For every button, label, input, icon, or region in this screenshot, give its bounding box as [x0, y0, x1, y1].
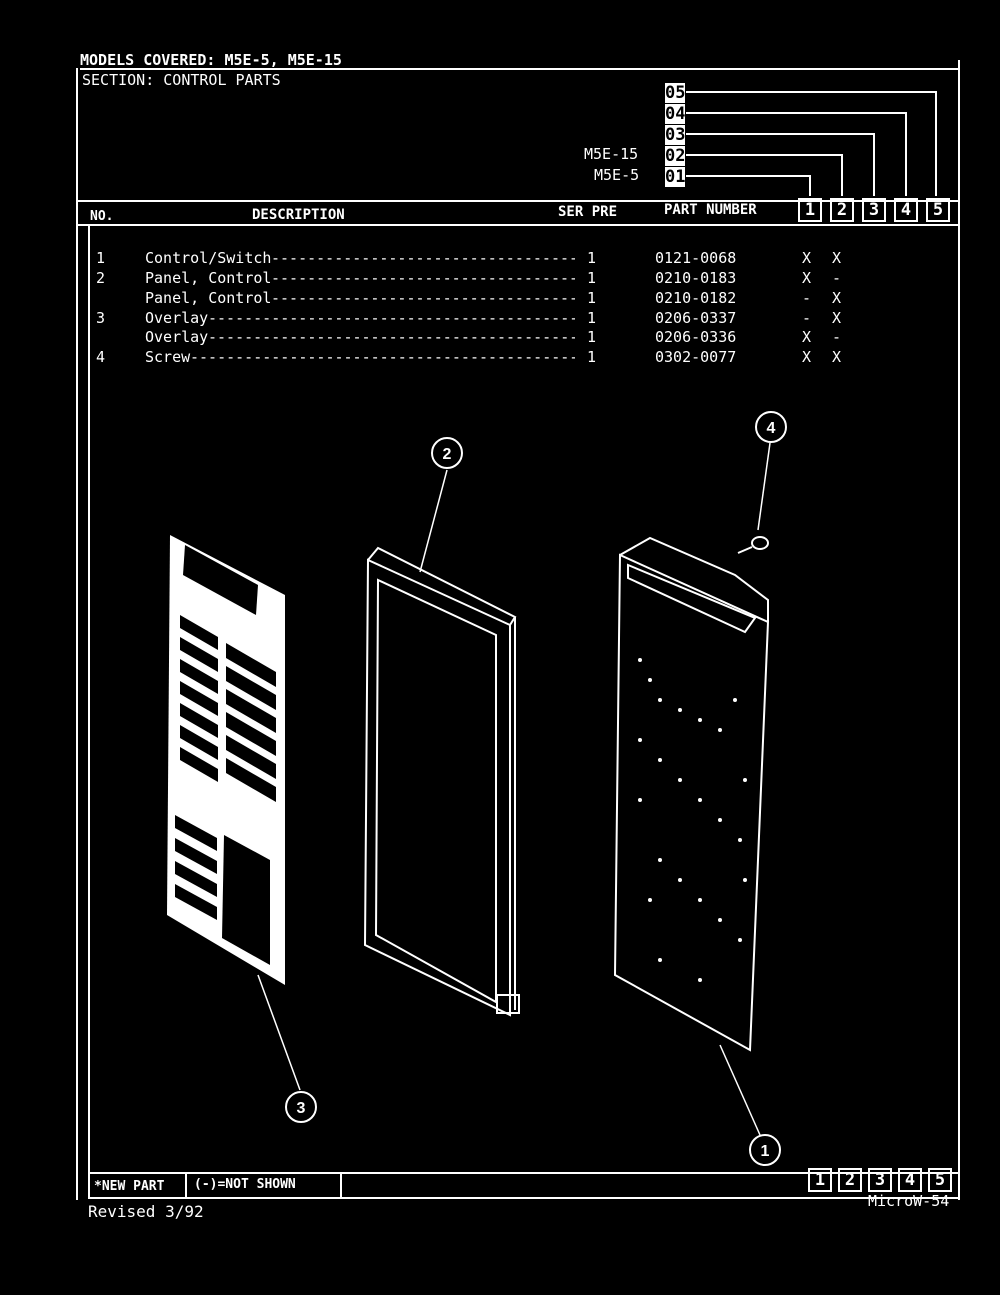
col-box-3: 3 [862, 198, 886, 222]
overlay-part-drawing [167, 535, 285, 985]
callout-1: 1 [749, 1134, 781, 1166]
row-quantity: 1 [587, 269, 597, 287]
row-quantity: 1 [587, 309, 597, 327]
row-part-number: 0210-0182 [655, 289, 737, 307]
col-header-ser-pre: SER PRE [558, 204, 618, 220]
row-model-2-mark: X [832, 348, 842, 366]
inner-left-line [88, 226, 90, 1198]
model-label-m5e-5: M5E-5 [594, 166, 640, 184]
row-model-1-mark: X [802, 328, 812, 346]
row-description: Screw [145, 348, 191, 366]
footer-new-part: *NEW PART [94, 1179, 165, 1194]
row-description: Overlay [145, 309, 209, 327]
revised-date: Revised 3/92 [88, 1202, 204, 1221]
footer-box-1: 1 [808, 1168, 832, 1192]
footer-box-2: 2 [838, 1168, 862, 1192]
row-number: 3 [96, 309, 106, 327]
columns-divider-line [78, 224, 960, 226]
row-number: 4 [96, 348, 106, 366]
row-leader-dashes: ----------------------------------------… [271, 251, 575, 266]
model-col-03: 03 [664, 124, 686, 146]
callout-4: 4 [755, 411, 787, 443]
callout-2: 2 [431, 437, 463, 469]
row-model-1-mark: - [802, 309, 812, 327]
row-model-1-mark: X [802, 348, 812, 366]
row-leader-dashes: ----------------------------------------… [208, 311, 575, 326]
row-quantity: 1 [587, 348, 597, 366]
screw-drawing [737, 536, 769, 554]
header-divider-line [78, 200, 960, 202]
model-col-01: 01 [664, 166, 686, 188]
row-leader-dashes: ----------------------------------------… [271, 291, 575, 306]
model-leader-lines [686, 91, 937, 196]
frame-right-line [958, 60, 960, 1200]
model-label-m5e-15: M5E-15 [584, 145, 639, 163]
row-number: 2 [96, 269, 106, 287]
row-part-number: 0206-0336 [655, 328, 737, 346]
models-covered: MODELS COVERED: M5E-5, M5E-15 [80, 51, 342, 69]
svg-text:2: 2 [443, 446, 452, 463]
frame-top-line [80, 68, 960, 70]
row-model-2-mark: - [832, 328, 842, 346]
col-header-description: DESCRIPTION [252, 207, 345, 223]
row-leader-dashes: ----------------------------------------… [208, 330, 575, 345]
col-header-part-number: PART NUMBER [664, 202, 757, 218]
row-quantity: 1 [587, 328, 597, 346]
row-model-1-mark: - [802, 289, 812, 307]
row-number: 1 [96, 249, 106, 267]
row-part-number: 0121-0068 [655, 249, 737, 267]
col-box-5: 5 [926, 198, 950, 222]
row-description: Overlay [145, 328, 209, 346]
footer-bottom-line [88, 1197, 960, 1199]
footer-sep-1 [185, 1174, 187, 1198]
footer-not-shown: (-)=NOT SHOWN [194, 1177, 296, 1192]
footer-sep-2 [340, 1174, 342, 1198]
row-model-1-mark: X [802, 269, 812, 287]
row-part-number: 0210-0183 [655, 269, 737, 287]
control-board-drawing [613, 536, 770, 1052]
callout-3: 3 [285, 1091, 317, 1123]
svg-text:4: 4 [767, 420, 776, 437]
footer-box-5: 5 [928, 1168, 952, 1192]
row-model-2-mark: X [832, 249, 842, 267]
row-model-2-mark: X [832, 309, 842, 327]
row-leader-dashes: ----------------------------------------… [190, 350, 575, 365]
col-box-2: 2 [830, 198, 854, 222]
svg-text:3: 3 [297, 1100, 306, 1117]
exploded-diagram: 2 4 3 1 [167, 411, 787, 1166]
row-part-number: 0302-0077 [655, 348, 737, 366]
row-quantity: 1 [587, 249, 597, 267]
col-box-1: 1 [798, 198, 822, 222]
footer-box-4: 4 [898, 1168, 922, 1192]
footer-top-line [88, 1172, 960, 1174]
row-model-2-mark: - [832, 269, 842, 287]
row-description: Control/Switch [145, 249, 272, 267]
control-panel-drawing [363, 546, 520, 1017]
row-description: Panel, Control [145, 289, 272, 307]
row-leader-dashes: ----------------------------------------… [271, 271, 575, 286]
col-header-no: NO. [90, 209, 114, 224]
row-description: Panel, Control [145, 269, 272, 287]
row-model-2-mark: X [832, 289, 842, 307]
svg-text:1: 1 [761, 1143, 770, 1160]
row-quantity: 1 [587, 289, 597, 307]
page-id: MicroW-54 [868, 1192, 950, 1210]
row-part-number: 0206-0337 [655, 309, 737, 327]
frame-left-line [76, 68, 78, 1200]
col-box-4: 4 [894, 198, 918, 222]
row-model-1-mark: X [802, 249, 812, 267]
section-title: SECTION: CONTROL PARTS [82, 71, 281, 89]
footer-box-3: 3 [868, 1168, 892, 1192]
